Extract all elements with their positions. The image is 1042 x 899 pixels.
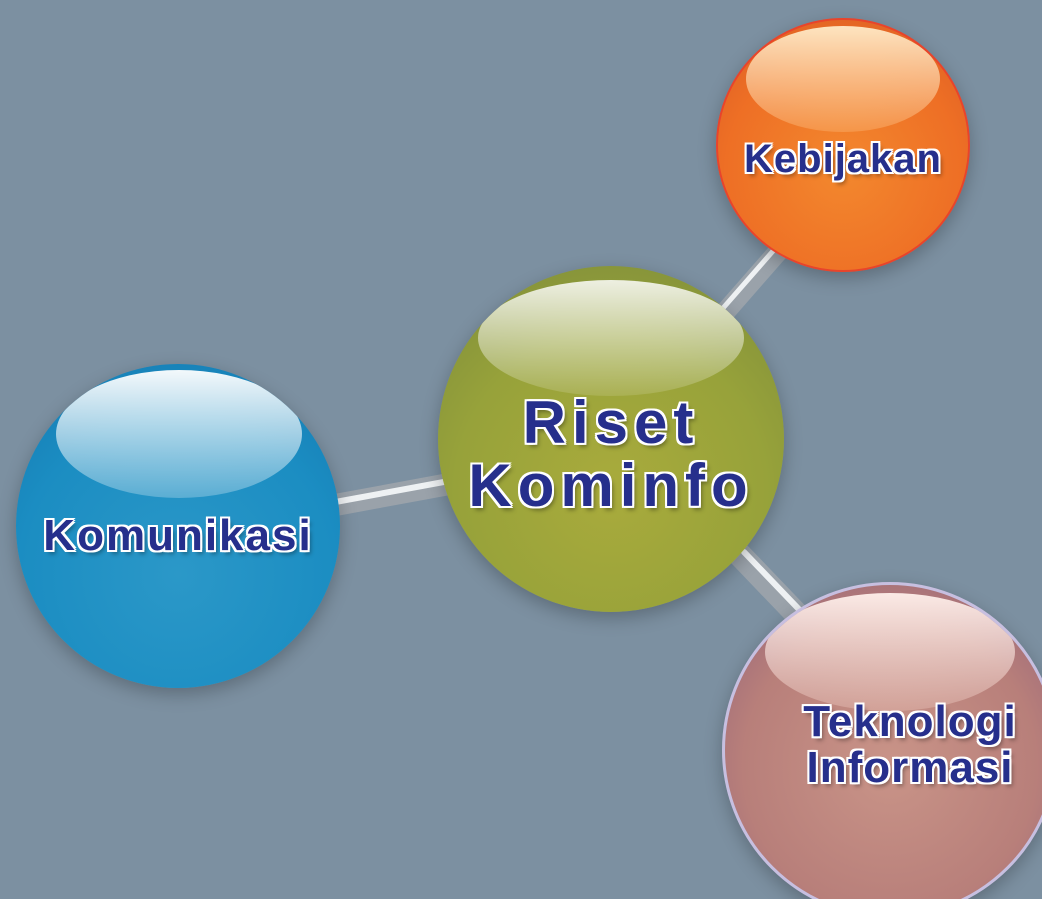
center-label: Riset Kominfo: [468, 389, 754, 519]
gloss-highlight: [56, 370, 302, 498]
connector-komunikasi-highlight: [327, 476, 463, 506]
node-komunikasi: Komunikasi: [16, 364, 340, 688]
node-label: Komunikasi: [43, 510, 313, 560]
node-label: Kebijakan: [744, 137, 942, 181]
node-label: Teknologi Informasi: [803, 696, 1017, 792]
gloss-highlight: [765, 593, 1015, 711]
node-center-riset-kominfo: Riset Kominfo: [438, 266, 784, 612]
gloss-highlight: [478, 280, 744, 396]
gloss-highlight: [746, 26, 940, 132]
node-kebijakan: Kebijakan: [716, 18, 970, 272]
